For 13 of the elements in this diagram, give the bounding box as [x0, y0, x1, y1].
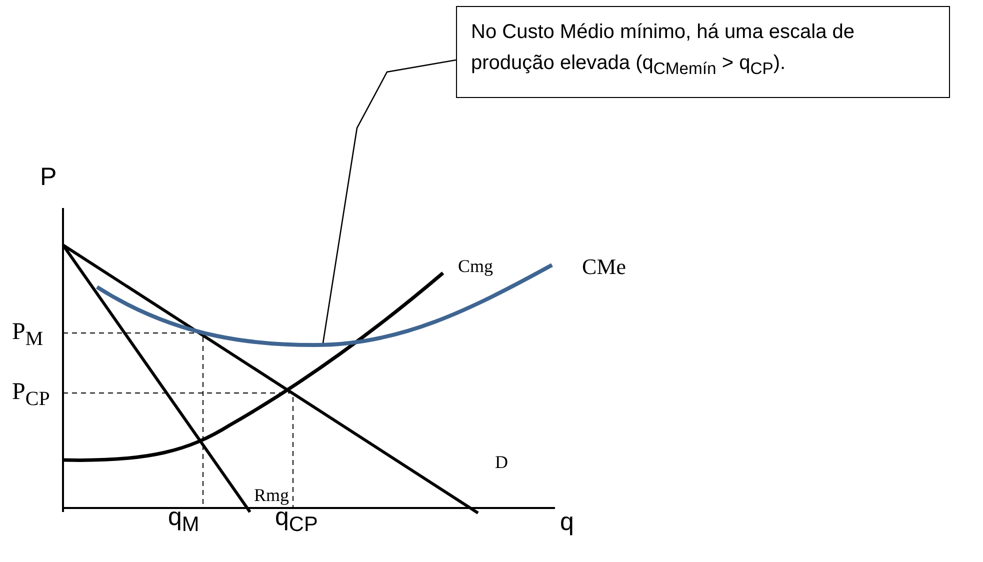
axis-label: Rmg — [254, 486, 290, 504]
axis-label: q$_{CP}$ — [275, 505, 318, 536]
axis-label: q$_{M}$ — [168, 505, 200, 536]
leader-line — [322, 59, 456, 344]
axis-label: P$_{M}$ — [12, 320, 44, 349]
axis-label: D — [495, 453, 508, 471]
axis-label: Cmg — [458, 257, 494, 275]
axis-label: CMe — [582, 256, 626, 278]
axis-label: P — [40, 165, 57, 190]
callout-text: No Custo Médio mínimo, há uma escala de produção elevada (q$_{CMemín}$ > q$_{CP}$). — [471, 21, 855, 74]
axis-label: P$_{CP}$ — [12, 380, 50, 409]
axis-label: q — [560, 510, 574, 535]
callout-box — [456, 6, 950, 98]
